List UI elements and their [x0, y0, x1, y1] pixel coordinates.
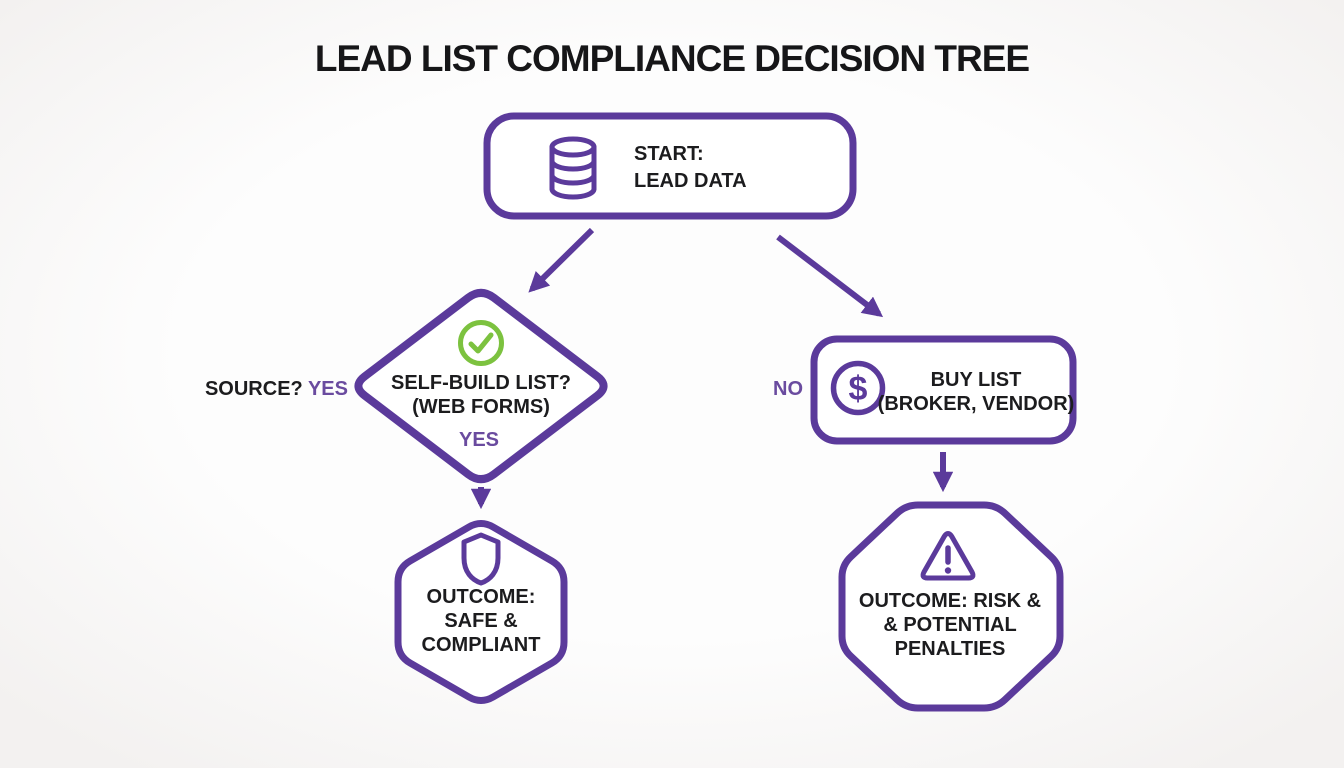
selfbuild-line1: SELF-BUILD LIST?	[391, 372, 571, 394]
selfbuild-node-label: SELF-BUILD LIST? (WEB FORMS)	[361, 371, 601, 419]
outcome-safe-line1: OUTCOME:	[426, 586, 536, 608]
start-line2: LEAD DATA	[634, 170, 747, 192]
start-node-label: START: LEAD DATA	[634, 141, 747, 195]
warning-icon	[920, 531, 976, 581]
no-branch-label: NO	[773, 378, 803, 400]
outcome-risk-line2: & POTENTIAL	[883, 614, 1017, 636]
source-yes-label: YES	[307, 378, 348, 400]
shield-icon	[461, 532, 501, 586]
outcome-safe-line3: COMPLIANT	[421, 634, 541, 656]
database-icon	[549, 136, 597, 200]
outcome-risk-node-shape	[838, 501, 1064, 712]
outcome-risk-label: OUTCOME: RISK & & POTENTIAL PENALTIES	[845, 589, 1055, 661]
source-branch-label: SOURCE? YES	[190, 377, 348, 401]
outcome-risk-line1: OUTCOME: RISK &	[858, 590, 1042, 612]
outcome-safe-label: OUTCOME: SAFE & COMPLIANT	[391, 585, 571, 657]
buylist-node-shape	[810, 335, 1077, 445]
buylist-line1: BUY LIST	[930, 369, 1022, 391]
start-line1: START:	[634, 143, 704, 165]
selfbuild-yes-label: YES	[458, 429, 500, 451]
outcome-safe-line2: SAFE &	[444, 610, 518, 632]
arrow-start-to-selfbuild	[528, 227, 595, 293]
buylist-node-label: BUY LIST (BROKER, VENDOR)	[876, 368, 1076, 416]
outcome-risk-line3: PENALTIES	[894, 638, 1006, 660]
dollar-glyph: $	[849, 370, 868, 408]
selfbuild-line2: (WEB FORMS)	[412, 396, 550, 418]
page-title: LEAD LIST COMPLIANCE DECISION TREE	[314, 38, 1030, 79]
buylist-line2: (BROKER, VENDOR)	[877, 393, 1075, 415]
dollar-circle-icon: $	[830, 360, 886, 416]
check-circle-icon	[458, 320, 504, 366]
outcome-safe-node-shape	[394, 520, 568, 704]
arrow-start-to-buylist	[776, 234, 884, 318]
selfbuild-node-shape	[354, 288, 608, 484]
source-question: SOURCE?	[204, 378, 303, 400]
